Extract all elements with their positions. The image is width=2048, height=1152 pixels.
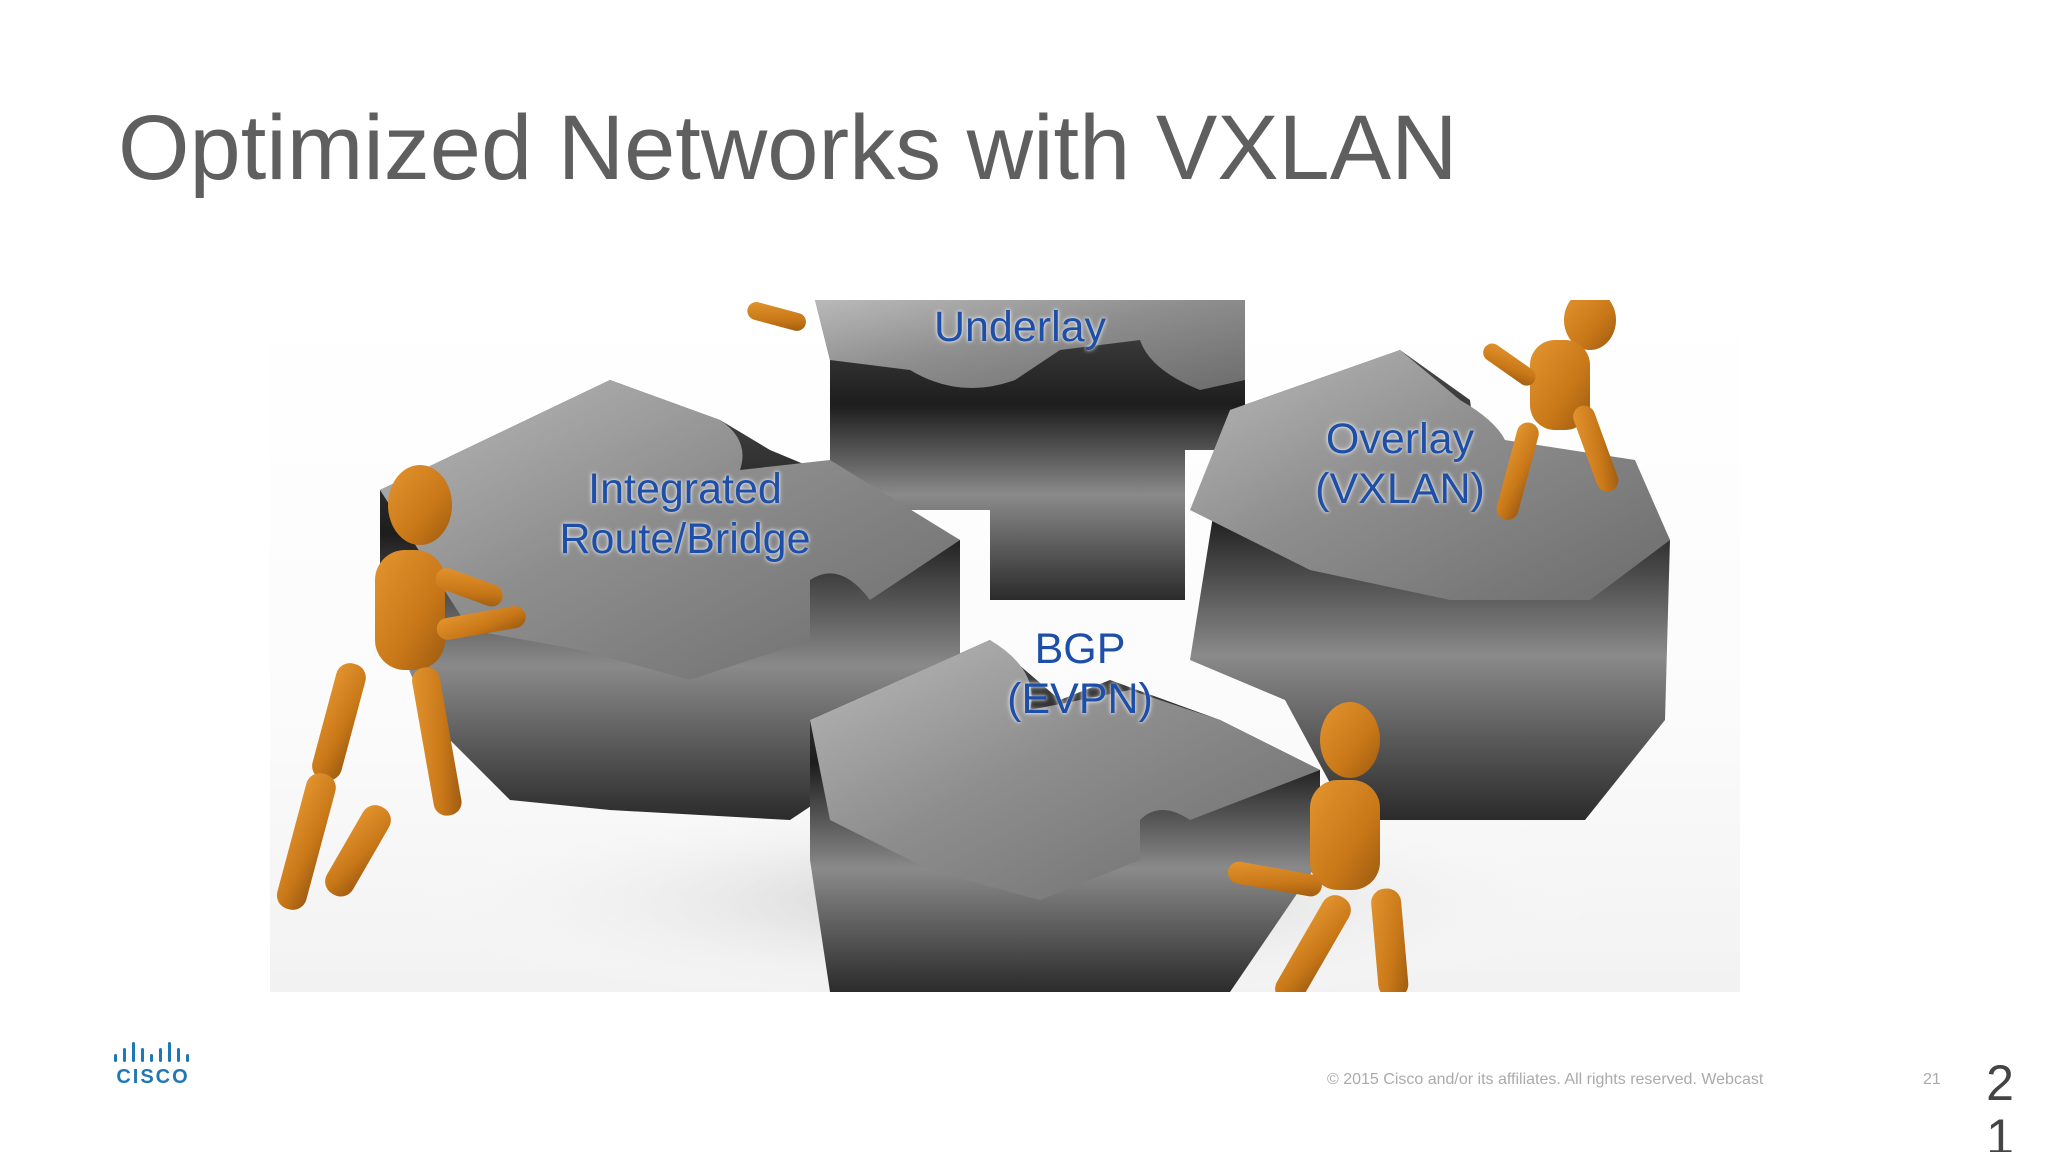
bgp-puzzle-piece bbox=[810, 640, 1320, 992]
integrated-puzzle-piece bbox=[380, 380, 960, 820]
cisco-logo-text: CISCO bbox=[116, 1066, 190, 1088]
puzzle-pieces-image bbox=[276, 300, 1670, 992]
page-number-large: 21 bbox=[1986, 1055, 2014, 1152]
wooden-figure-top-left bbox=[747, 302, 806, 331]
slide-footer bbox=[0, 992, 2048, 1152]
wooden-figure-right-top bbox=[1483, 300, 1619, 520]
wooden-figure-right-bottom bbox=[1227, 702, 1409, 992]
cisco-logo-icon: CISCO bbox=[110, 1040, 196, 1090]
wooden-figure-left bbox=[276, 465, 526, 910]
cisco-bars-icon bbox=[114, 1042, 189, 1062]
page-number-small: 21 bbox=[1923, 1071, 1941, 1088]
copyright-notice: © 2015 Cisco and/or its affiliates. All … bbox=[1327, 1071, 1764, 1088]
slide-title: Optimized Networks with VXLAN bbox=[118, 97, 1458, 199]
overlay-puzzle-piece bbox=[1190, 350, 1670, 820]
puzzle-illustration: Underlay Integrated Route/Bridge Overlay… bbox=[270, 300, 1740, 992]
bgp-evpn-label: BGP (EVPN) bbox=[1007, 625, 1153, 723]
integrated-route-bridge-label: Integrated Route/Bridge bbox=[559, 465, 811, 563]
underlay-puzzle-piece bbox=[815, 300, 1245, 600]
overlay-vxlan-label: Overlay (VXLAN) bbox=[1315, 415, 1485, 513]
underlay-label: Underlay bbox=[933, 303, 1107, 351]
